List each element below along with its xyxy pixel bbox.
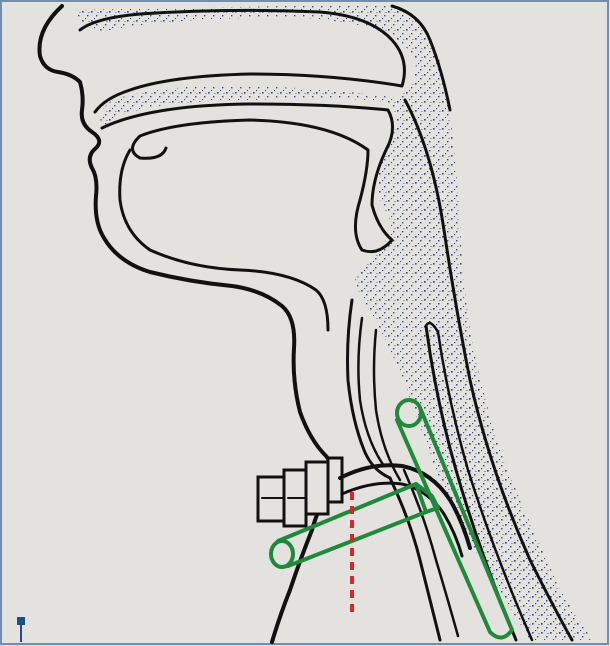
figure-canvas <box>0 0 610 646</box>
airway-tracheostomy-diagram <box>0 0 610 646</box>
